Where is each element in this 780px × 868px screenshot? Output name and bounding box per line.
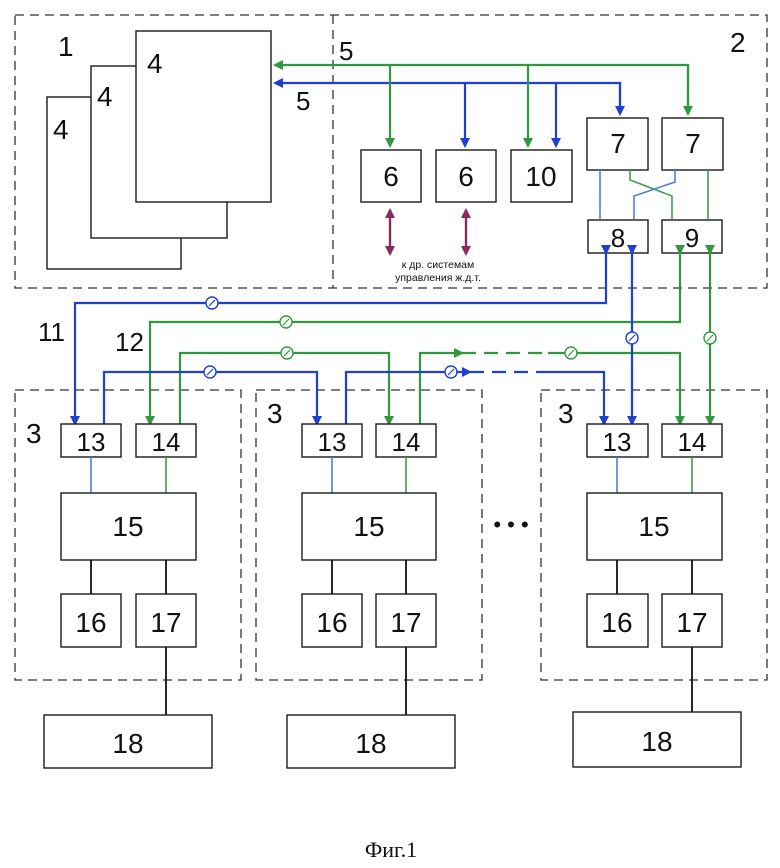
block-17-middle-label: 17	[390, 607, 421, 638]
block-8-label: 8	[611, 223, 625, 253]
block-16-right-label: 16	[601, 607, 632, 638]
blue-link-middle-right-start	[346, 372, 470, 424]
link-symbol-blue-372a	[204, 366, 216, 378]
region-2-label: 2	[730, 27, 746, 58]
block-14-right-label: 14	[678, 427, 707, 457]
region-3-label-middle: 3	[267, 398, 283, 429]
region-1-label: 1	[58, 31, 74, 62]
region-3-label-right: 3	[558, 398, 574, 429]
external-note-line1: к др. системам	[402, 259, 475, 271]
region-3-label-left: 3	[26, 418, 42, 449]
block-15-right-label: 15	[638, 511, 669, 542]
block-14-middle-label: 14	[392, 427, 421, 457]
line-12-label: 12	[115, 327, 144, 357]
block-18-left-label: 18	[112, 728, 143, 759]
block-15-middle-label: 15	[353, 511, 384, 542]
link-symbol-blue-372b	[445, 366, 457, 378]
green-link-left-to-middle	[180, 353, 389, 424]
block-17-right-label: 17	[676, 607, 707, 638]
ellipsis: • • •	[493, 512, 528, 537]
block-6-right-label: 6	[458, 161, 474, 192]
block-18-right-label: 18	[641, 726, 672, 757]
group-3-left: 13 14 15 16 17 18	[44, 424, 212, 768]
screen-4-middle-label: 4	[97, 81, 113, 112]
link-symbol-green-350a	[281, 347, 293, 359]
block-6-left-label: 6	[383, 161, 399, 192]
block-17-left-label: 17	[150, 607, 181, 638]
figure-caption: Фиг.1	[365, 837, 417, 862]
line-11-blue	[75, 253, 606, 424]
group-3-right: 13 14 15 16 17 18	[573, 424, 741, 767]
link-symbol-blue-11	[206, 297, 218, 309]
block-18-middle-label: 18	[355, 728, 386, 759]
link-symbol-blue-vertical	[626, 332, 638, 344]
block-13-left-label: 13	[77, 427, 106, 457]
link-symbol-green-12	[280, 316, 292, 328]
block-15-left-label: 15	[112, 511, 143, 542]
block-7-right-label: 7	[685, 128, 701, 159]
link-symbol-green-vertical	[704, 332, 716, 344]
block-10-label: 10	[525, 161, 556, 192]
block-16-left-label: 16	[75, 607, 106, 638]
blue-link-middle-right-end	[548, 372, 604, 424]
screen-4-back-label: 4	[53, 114, 69, 145]
block-13-middle-label: 13	[318, 427, 347, 457]
block-7-left-label: 7	[610, 128, 626, 159]
group-3-middle: 13 14 15 16 17 18	[287, 424, 455, 768]
blue-link-left-to-middle	[104, 372, 317, 424]
block-13-right-label: 13	[603, 427, 632, 457]
external-note-line2: управления ж.д.т.	[395, 272, 481, 284]
bus-5-label-bottom: 5	[296, 86, 310, 116]
bus-5-label-top: 5	[339, 36, 353, 66]
line-11-label: 11	[38, 317, 65, 347]
green-link-middle-right-start	[420, 353, 462, 424]
link-symbols	[204, 297, 716, 378]
bus-5-green	[275, 65, 688, 109]
link-symbol-green-350b	[565, 347, 577, 359]
block-14-left-label: 14	[152, 427, 181, 457]
block-16-middle-label: 16	[316, 607, 347, 638]
screen-4-front-label: 4	[147, 48, 163, 79]
bus-5-blue	[275, 83, 620, 109]
block-9-label: 9	[685, 223, 699, 253]
